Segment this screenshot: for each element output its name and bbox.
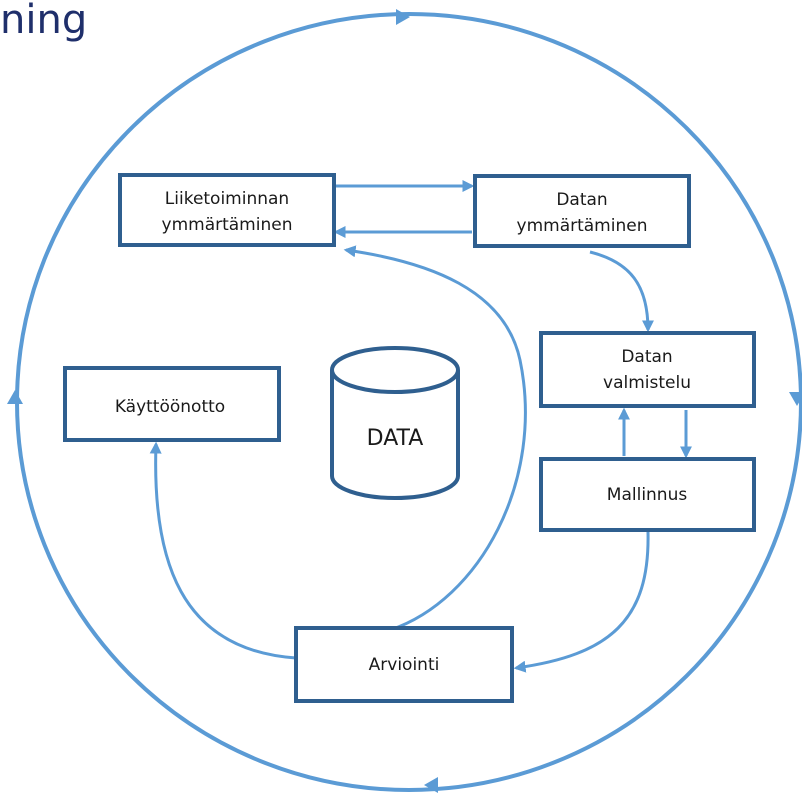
arrow-modeling-to-evaluation [513, 531, 650, 673]
node-deployment-label: Käyttöönotto [115, 397, 225, 417]
cycle-arrow-right [789, 392, 802, 406]
data-store-label: DATA [367, 426, 424, 451]
node-data-preparation-line2: valmistelu [603, 373, 691, 393]
node-evaluation-label: Arviointi [369, 655, 440, 675]
page-title-fragment: ning [0, 0, 88, 43]
node-evaluation: Arviointi [294, 626, 514, 703]
arrow-evaluation-to-deployment [149, 441, 297, 660]
node-data-understanding: Datan ymmärtäminen [473, 174, 691, 248]
node-deployment: Käyttöönotto [63, 366, 281, 442]
node-data-understanding-line2: ymmärtäminen [517, 216, 648, 236]
node-business-understanding: Liiketoiminnan ymmärtäminen [118, 173, 336, 247]
data-store-cylinder: DATA [330, 346, 460, 500]
node-data-preparation-line1: Datan [621, 347, 672, 367]
arrow-data-understanding-to-preparation [589, 250, 654, 333]
node-data-preparation: Datan valmistelu [539, 331, 756, 408]
node-business-understanding-line2: ymmärtäminen [162, 215, 293, 235]
cycle-arrow-bottom [424, 777, 438, 793]
node-modeling-label: Mallinnus [607, 485, 688, 505]
node-business-understanding-line1: Liiketoiminnan [165, 189, 289, 209]
cycle-arrow-left [7, 390, 23, 404]
node-data-understanding-line1: Datan [556, 190, 607, 210]
node-modeling: Mallinnus [539, 457, 756, 532]
cycle-arrow-top [396, 9, 410, 25]
arrow-evaluation-to-business [343, 245, 527, 632]
